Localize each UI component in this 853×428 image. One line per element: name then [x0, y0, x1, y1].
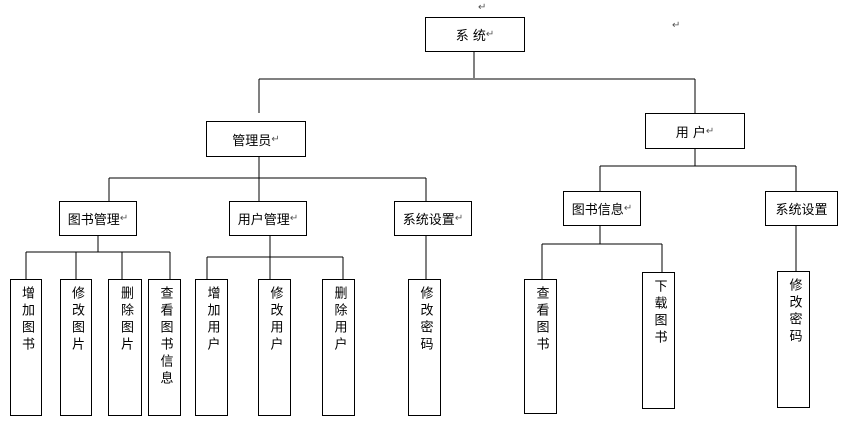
paragraph-mark: ↵ [478, 2, 487, 13]
root-node: 系 统↵ [425, 17, 525, 52]
paragraph-mark: ↵ [623, 203, 633, 214]
user-label: 用 户 [675, 125, 706, 141]
group-label: 用户管理 [237, 213, 290, 228]
admin-group-system-settings: 系统设置↵ [394, 201, 472, 236]
admin-group-book-management: 图书管理↵ [59, 201, 137, 236]
leaf-view-book-info: 查看图书信息 [148, 279, 181, 416]
leaf-label: 修改密码 [417, 286, 433, 354]
paragraph-mark: ↵ [271, 133, 280, 145]
group-label: 系统设置 [775, 203, 828, 218]
paragraph-mark: ↵ [485, 29, 495, 40]
group-label: 图书管理 [67, 213, 120, 228]
leaf-admin-change-password: 修改密码 [408, 279, 441, 416]
leaf-label: 修改图片 [69, 286, 84, 354]
leaf-label: 删除图片 [118, 286, 133, 354]
leaf-label: 查看图书 [533, 286, 549, 354]
leaf-view-book: 查看图书 [524, 279, 557, 414]
user-node: 用 户↵ [645, 113, 745, 149]
leaf-label: 增加用户 [204, 286, 220, 354]
leaf-edit-user: 修改用户 [258, 279, 291, 416]
group-label: 系统设置 [402, 213, 455, 228]
leaf-delete-picture: 删除图片 [108, 279, 142, 416]
admin-node: 管理员↵ [206, 121, 306, 157]
leaf-label: 修改密码 [786, 278, 802, 346]
root-label: 系 统 [455, 29, 486, 44]
leaf-add-user: 增加用户 [195, 279, 228, 416]
paragraph-mark: ↵ [705, 125, 715, 137]
leaf-label: 增加图书 [19, 286, 34, 354]
admin-label: 管理员 [232, 133, 272, 149]
paragraph-mark: ↵ [119, 213, 129, 224]
leaf-delete-user: 删除用户 [322, 279, 355, 416]
paragraph-mark: ↵ [672, 20, 681, 31]
leaf-label: 删除用户 [331, 286, 347, 354]
user-group-system-settings: 系统设置 [765, 191, 838, 226]
leaf-download-book: 下载图书 [642, 272, 675, 409]
leaf-label: 查看图书信息 [157, 286, 173, 388]
group-label: 图书信息 [571, 203, 624, 218]
leaf-label: 修改用户 [267, 286, 283, 354]
leaf-edit-picture: 修改图片 [60, 279, 92, 416]
user-group-book-info: 图书信息↵ [563, 191, 641, 226]
leaf-label: 下载图书 [651, 279, 667, 347]
paragraph-mark: ↵ [289, 213, 299, 224]
leaf-user-change-password: 修改密码 [777, 271, 810, 408]
paragraph-mark: ↵ [454, 213, 464, 224]
leaf-add-book: 增加图书 [10, 279, 42, 416]
admin-group-user-management: 用户管理↵ [229, 201, 307, 236]
